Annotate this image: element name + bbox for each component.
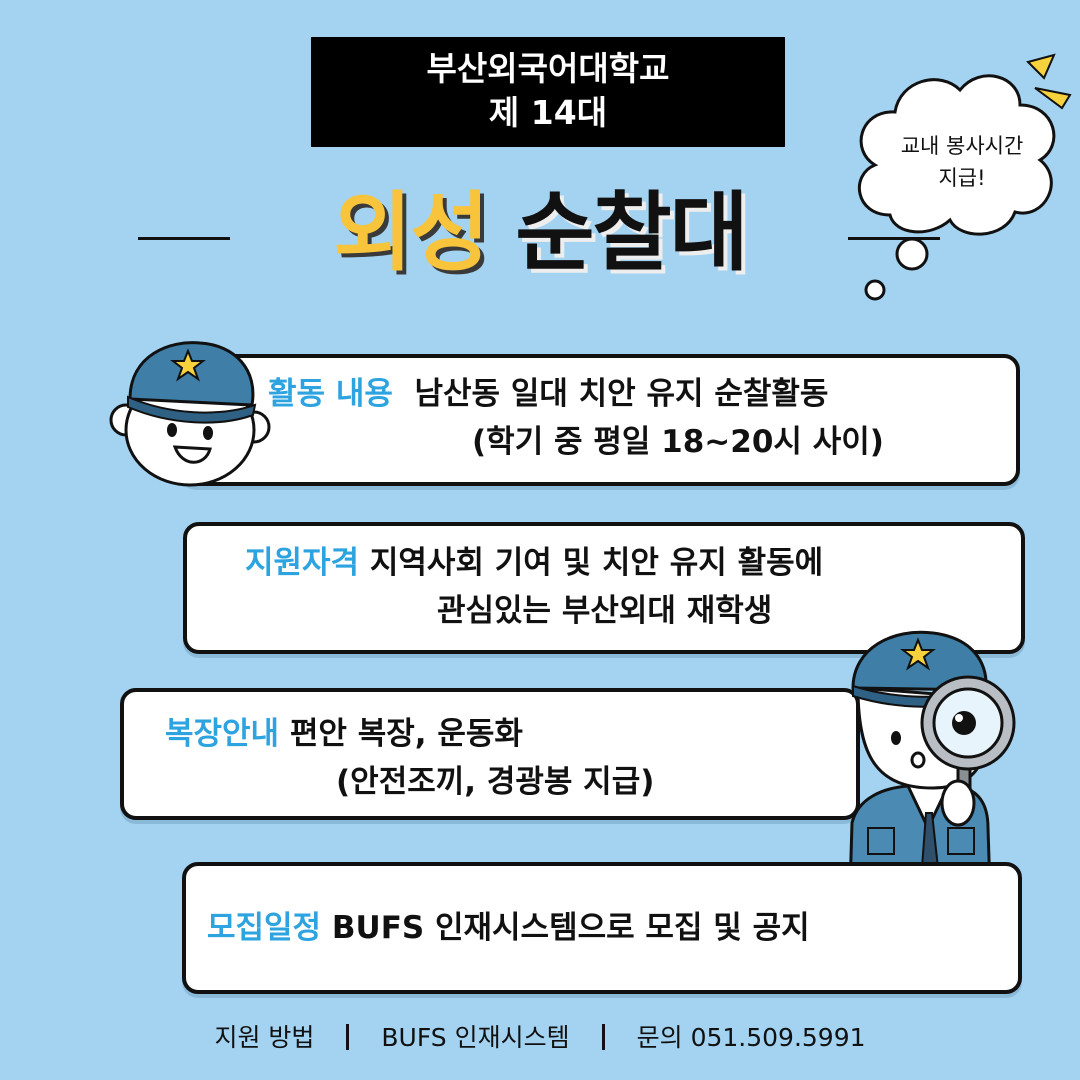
activity-value: 남산동 일대 치안 유지 순찰활동 (414, 376, 829, 412)
footer-divider (601, 1024, 605, 1050)
card-dress-line1: 복장안내 편안 복장, 운동화 (165, 712, 523, 756)
footer: 지원 방법 BUFS 인재시스템 문의 051.509.5991 (0, 1018, 1080, 1058)
footer-apply-method: 지원 방법 (214, 1023, 315, 1052)
page-title: 외성 순찰대 (0, 178, 1080, 288)
title-line-left (138, 237, 230, 240)
star-badge-icon (170, 348, 206, 382)
title-yellow: 외성 (333, 183, 489, 283)
footer-contact: 문의 051.509.5991 (636, 1023, 866, 1052)
info-card-activity (180, 354, 1020, 486)
university-name: 부산외국어대학교 (426, 49, 670, 88)
activity-value-2: (학기 중 평일 18~20시 사이) (472, 424, 884, 460)
eligibility-value-2: 관심있는 부산외대 재학생 (437, 593, 773, 629)
schedule-value: BUFS 인재시스템으로 모집 및 공지 (331, 910, 810, 946)
title-line-right (848, 237, 940, 240)
header-box: 부산외국어대학교 제 14대 (311, 37, 785, 147)
card-eligibility-line1: 지원자격 지역사회 기여 및 치안 유지 활동에 (245, 541, 823, 585)
star-badge-icon (900, 637, 936, 671)
footer-divider (346, 1024, 350, 1050)
activity-key: 활동 내용 (268, 376, 393, 412)
bubble-line-2: 지급! (938, 166, 986, 190)
info-card-schedule (182, 862, 1022, 994)
sparkle-icon (1026, 53, 1056, 80)
card-activity-line1: 활동 내용 남산동 일대 치안 유지 순찰활동 (268, 372, 828, 416)
eligibility-value: 지역사회 기여 및 치안 유지 활동에 (369, 545, 824, 581)
bubble-line-1: 교내 봉사시간 (900, 134, 1024, 158)
card-schedule-line1: 모집일정 BUFS 인재시스템으로 모집 및 공지 (207, 906, 810, 950)
eligibility-key: 지원자격 (245, 545, 360, 581)
dress-value: 편안 복장, 운동화 (289, 716, 523, 752)
thought-bubble-icon (858, 53, 1072, 301)
dress-key: 복장안내 (165, 716, 280, 752)
info-card-eligibility (183, 522, 1025, 654)
dress-value-2: (안전조끼, 경광봉 지급) (336, 764, 655, 800)
bubble-text: 교내 봉사시간 지급! (862, 130, 1062, 194)
footer-system: BUFS 인재시스템 (381, 1023, 570, 1052)
info-card-dress (120, 688, 860, 820)
police-officer-magnifier-icon (848, 630, 1016, 890)
generation-label: 제 14대 (488, 93, 608, 132)
title-dark: 순찰대 (515, 183, 748, 283)
schedule-key: 모집일정 (207, 910, 322, 946)
police-officer-icon (109, 341, 271, 487)
